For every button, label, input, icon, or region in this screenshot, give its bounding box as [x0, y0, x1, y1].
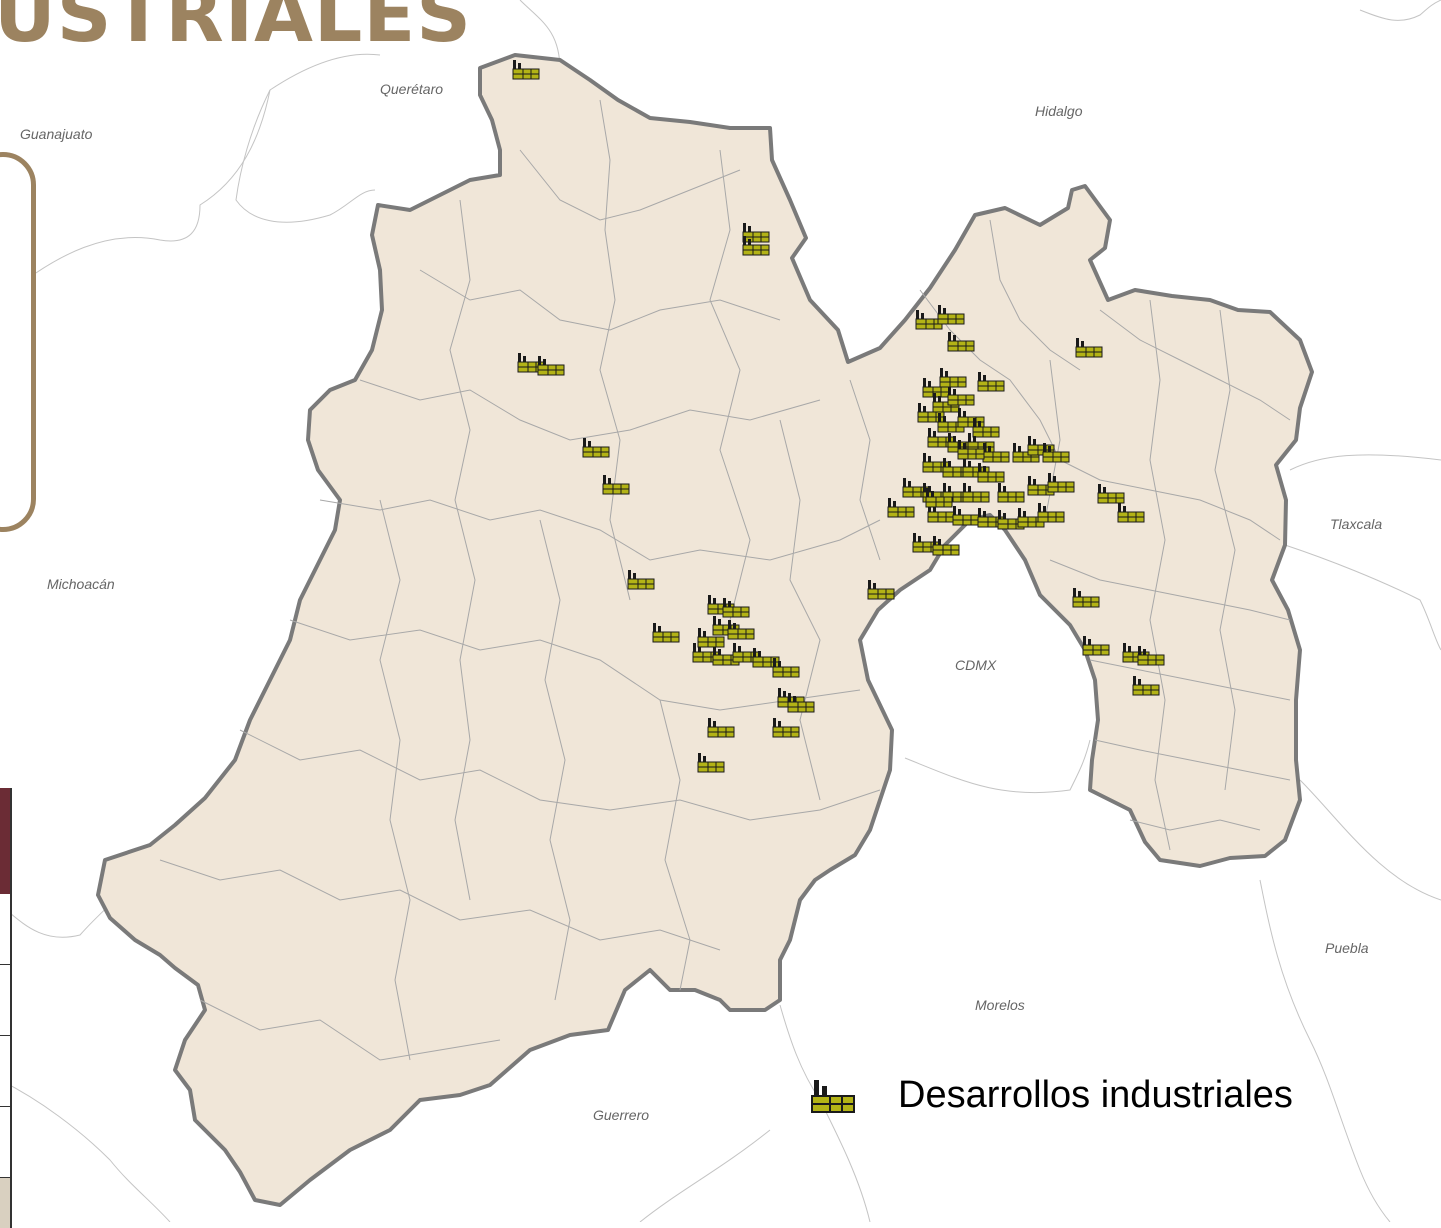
side-table-header [0, 788, 10, 894]
table-row [0, 1107, 10, 1178]
state-label-puebla: Puebla [1325, 940, 1369, 956]
state-label-hidalgo: Hidalgo [1035, 103, 1083, 119]
side-card [0, 152, 36, 532]
state-edomex [96, 53, 1314, 1207]
state-label-michoacan: Michoacán [47, 576, 115, 592]
state-label-guanajuato: Guanajuato [20, 126, 93, 142]
factory-icon [811, 1079, 855, 1113]
table-row [0, 894, 10, 965]
page-title: USTRIALES [0, 0, 472, 59]
state-label-morelos: Morelos [975, 997, 1025, 1013]
side-table-footer [0, 1178, 10, 1228]
state-label-guerrero: Guerrero [593, 1107, 650, 1123]
table-row [0, 965, 10, 1036]
state-label-queretaro: Querétaro [380, 81, 444, 97]
state-label-cdmx: CDMX [955, 657, 997, 673]
map-legend: Desarrollos industriales [808, 1074, 1293, 1117]
state-label-tlaxcala: Tlaxcala [1330, 516, 1383, 532]
table-row [0, 1036, 10, 1107]
legend-label: Desarrollos industriales [898, 1074, 1293, 1116]
side-table [0, 788, 12, 1228]
